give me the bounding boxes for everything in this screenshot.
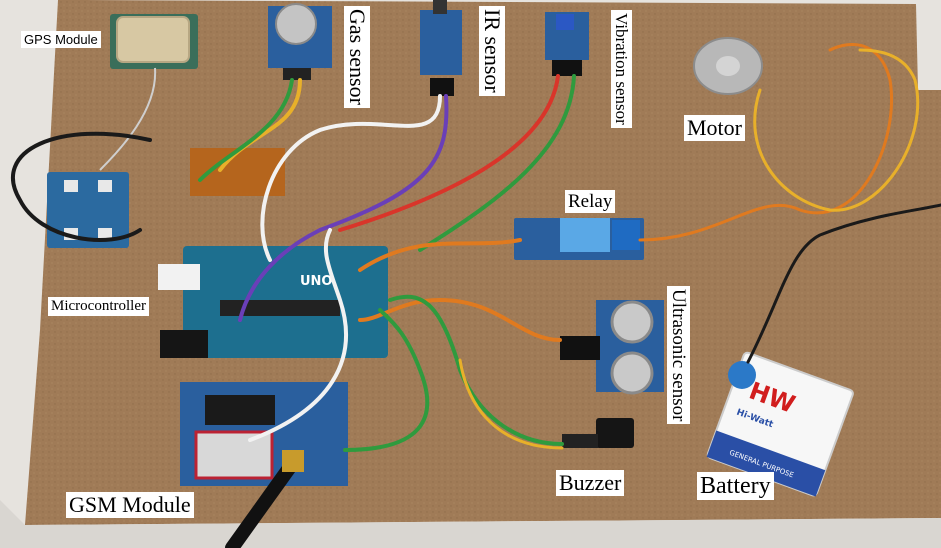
touch-pad-square xyxy=(98,228,112,240)
wire-yellow-motor xyxy=(753,48,920,212)
gps-antenna xyxy=(116,16,190,63)
wire-black-loop xyxy=(11,131,152,242)
label-ultrasonic-sensor: Ultrasonic sensor xyxy=(667,286,690,425)
label-battery: Battery xyxy=(697,472,774,500)
wire-yellow xyxy=(218,78,302,172)
wire-white xyxy=(260,94,442,262)
ultrasonic-header xyxy=(560,336,600,360)
ir-sensor-pcb xyxy=(420,10,462,75)
gas-sensor-header xyxy=(283,68,311,80)
wire-yellow-buzzer xyxy=(458,358,564,450)
relay-switch xyxy=(560,218,610,252)
label-microcontroller: Microcontroller xyxy=(48,297,149,316)
wire-orange-relay xyxy=(358,238,522,272)
label-vibration-sensor: Vibration sensor xyxy=(611,10,632,128)
label-relay: Relay xyxy=(565,190,616,213)
touch-pad-square xyxy=(98,180,112,192)
gps-cable xyxy=(99,67,157,171)
wire-white-gsm xyxy=(248,228,348,442)
label-buzzer: Buzzer xyxy=(556,470,625,496)
arduino-logo-text: UNO xyxy=(300,274,333,289)
label-gsm-module: GSM Module xyxy=(66,492,194,518)
gas-sensor-cap xyxy=(275,3,317,45)
wire-red-vibration xyxy=(338,74,560,232)
ir-sensor-emitter xyxy=(433,0,447,14)
gsm-antenna-connector xyxy=(282,450,304,472)
battery-blue-band xyxy=(706,430,826,497)
gsm-chip xyxy=(194,430,274,480)
wire-black-battery xyxy=(746,203,941,364)
ultrasonic-transducer xyxy=(610,351,654,395)
relay-terminal xyxy=(612,220,640,250)
label-ir-sensor: IR sensor xyxy=(479,6,505,96)
touch-pad-square xyxy=(64,180,78,192)
ultrasonic-transducer xyxy=(610,300,654,344)
gsm-antenna xyxy=(225,453,302,548)
wires xyxy=(11,43,941,452)
ir-sensor-header xyxy=(430,78,454,96)
vibration-sensor-pot xyxy=(556,14,574,30)
label-gas-sensor: Gas sensor xyxy=(344,6,370,108)
label-gps-module: GPS Module xyxy=(21,31,101,48)
gsm-sim-slot xyxy=(205,395,275,425)
arduino-usb-port xyxy=(158,264,200,290)
wire-green xyxy=(198,78,294,182)
vibration-sensor-header xyxy=(552,60,582,76)
battery-snap-connector xyxy=(728,361,756,389)
perfboard xyxy=(190,148,285,196)
wire-green-vibration xyxy=(418,74,576,252)
wire-green-gsm xyxy=(343,308,430,452)
wire-purple xyxy=(238,94,449,322)
wire-green-buzzer xyxy=(388,294,564,446)
dc-motor-center xyxy=(716,56,740,76)
arduino-power-jack xyxy=(160,330,208,358)
buzzer-connector xyxy=(562,434,598,448)
buzzer-body xyxy=(596,418,634,448)
arduino-chip xyxy=(220,300,340,316)
label-motor: Motor xyxy=(684,115,745,141)
